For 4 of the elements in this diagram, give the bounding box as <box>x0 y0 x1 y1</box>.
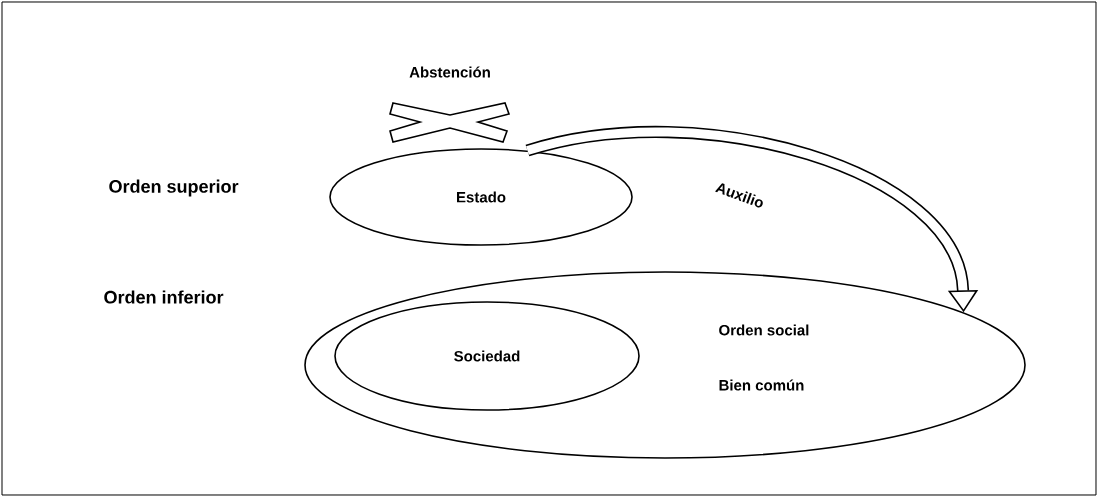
level-label: Orden superior <box>109 179 239 197</box>
level-label: Orden inferior <box>104 290 224 304</box>
edge-label: Auxilio <box>715 183 763 208</box>
level-label: Abstención <box>409 66 490 78</box>
